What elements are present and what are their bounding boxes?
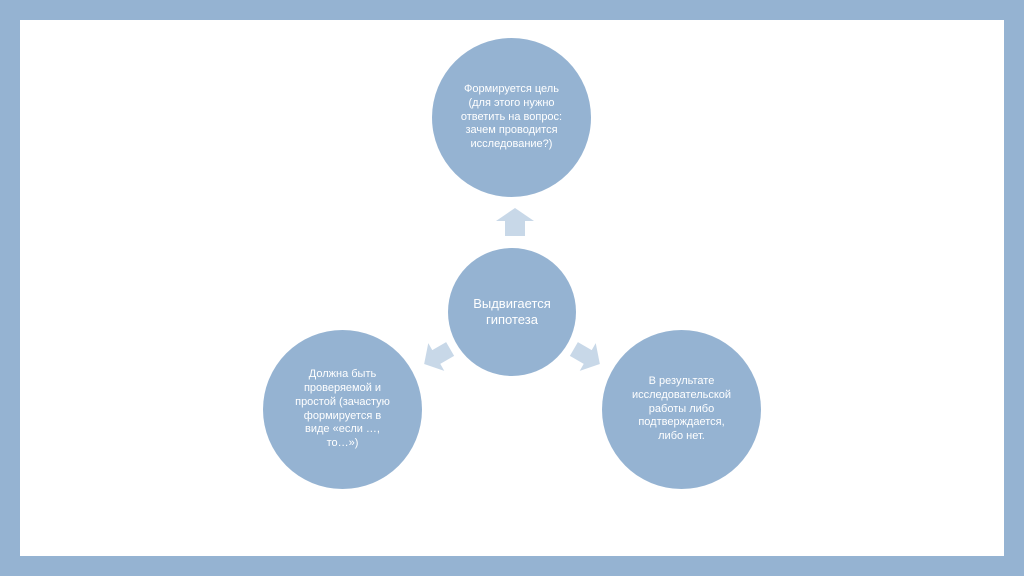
arrow-up-icon xyxy=(496,208,534,236)
slide: Формируется цель (для этого нужно ответи… xyxy=(20,20,1004,556)
arrow-down-right-icon xyxy=(566,336,606,376)
goal-node-text: Формируется цель (для этого нужно ответи… xyxy=(460,83,563,151)
testability-node-text: Должна быть проверяемой и простой (зачас… xyxy=(295,368,390,449)
hypothesis-node: Выдвигается гипотеза xyxy=(448,248,576,376)
result-node: В результате исследовательской работы ли… xyxy=(602,330,761,489)
testability-node: Должна быть проверяемой и простой (зачас… xyxy=(263,330,422,489)
hypothesis-node-text: Выдвигается гипотеза xyxy=(473,295,551,327)
goal-node: Формируется цель (для этого нужно ответи… xyxy=(432,38,591,197)
arrow-down-left-icon xyxy=(418,336,458,376)
result-node-text: В результате исследовательской работы ли… xyxy=(631,375,732,443)
